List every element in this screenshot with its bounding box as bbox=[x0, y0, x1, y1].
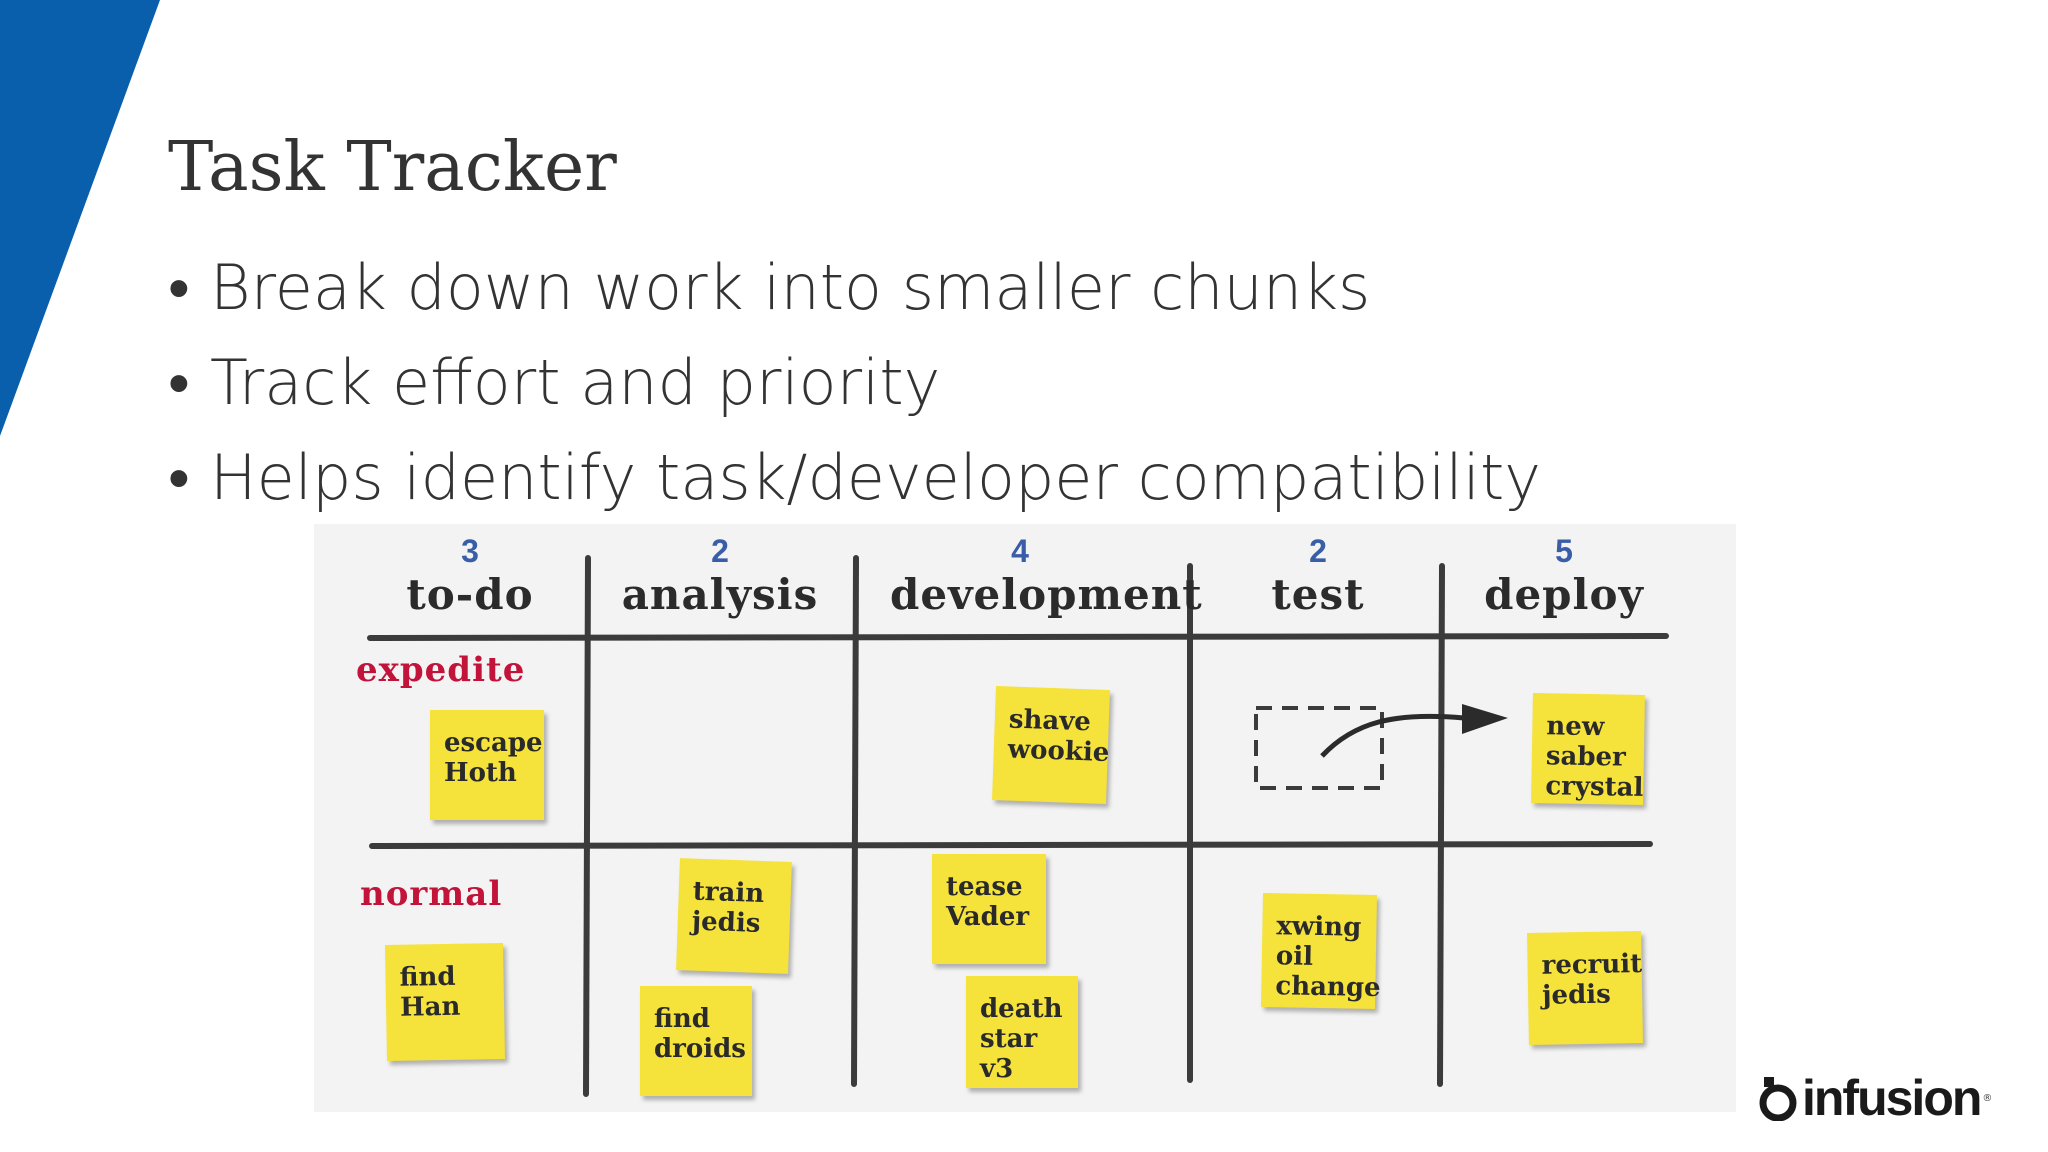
sticky-text: find droids bbox=[654, 1004, 746, 1064]
accent-wedge bbox=[0, 0, 160, 436]
column-header-analysis: 2 analysis bbox=[610, 532, 830, 620]
column-name: to-do bbox=[406, 570, 534, 619]
infusion-logo-icon bbox=[1759, 1077, 1797, 1121]
lane-label-normal: normal bbox=[360, 874, 503, 914]
sticky-text: new saber crystal bbox=[1545, 711, 1644, 803]
column-header-deploy: 5 deploy bbox=[1454, 532, 1674, 620]
sticky-text: shave wookie bbox=[1007, 704, 1110, 769]
column-count: 3 bbox=[461, 533, 479, 569]
sticky-text: tease Vader bbox=[946, 872, 1030, 932]
sticky-text: recruit jedis bbox=[1541, 949, 1643, 1011]
sticky-note: train jedis bbox=[676, 858, 792, 974]
sticky-text: xwing oil change bbox=[1275, 911, 1381, 1004]
sticky-note: escape Hoth bbox=[430, 710, 544, 820]
bullet-item: • Track effort and priority bbox=[168, 335, 1541, 430]
sticky-text: train jedis bbox=[691, 876, 765, 939]
slide-title: Task Tracker bbox=[168, 128, 617, 207]
lane-label-expedite: expedite bbox=[356, 650, 526, 690]
move-arrow-line bbox=[1320, 713, 1465, 758]
column-name: analysis bbox=[621, 570, 819, 619]
bullet-item: • Break down work into smaller chunks bbox=[168, 240, 1541, 335]
sticky-text: death star v3 bbox=[980, 994, 1063, 1084]
column-count: 2 bbox=[711, 533, 729, 569]
sticky-note: new saber crystal bbox=[1531, 693, 1645, 805]
bullet-text: Track effort and priority bbox=[210, 346, 941, 419]
logo-text: infusion bbox=[1802, 1070, 1982, 1126]
bullet-text: Break down work into smaller chunks bbox=[210, 251, 1371, 324]
kanban-board-image: 3 to-do 2 analysis 4 development 2 test … bbox=[314, 524, 1736, 1112]
board-grid bbox=[367, 555, 1669, 1097]
sticky-note: shave wookie bbox=[992, 686, 1110, 804]
column-name: development bbox=[890, 570, 1203, 619]
column-line bbox=[583, 555, 591, 1097]
infusion-logo: infusion® bbox=[1758, 1068, 1992, 1128]
move-arrow-head-icon bbox=[1462, 704, 1508, 734]
bullet-list: • Break down work into smaller chunks • Tr… bbox=[168, 240, 1541, 525]
bullet-dot: • bbox=[168, 346, 190, 419]
sticky-note: xwing oil change bbox=[1261, 893, 1381, 1009]
column-name: deploy bbox=[1484, 570, 1644, 619]
column-header-test: 2 test bbox=[1208, 532, 1428, 620]
header-divider-line bbox=[367, 633, 1669, 641]
column-line bbox=[1437, 563, 1445, 1087]
bullet-dot: • bbox=[168, 251, 190, 324]
column-count: 2 bbox=[1309, 533, 1327, 569]
logo-registered: ® bbox=[1982, 1092, 1993, 1104]
sticky-note: find droids bbox=[640, 986, 752, 1096]
sticky-text: escape Hoth bbox=[444, 728, 543, 788]
column-header-development: 4 development bbox=[890, 532, 1203, 620]
sticky-text: find Han bbox=[399, 961, 461, 1023]
bullet-text: Helps identify task/developer compatibil… bbox=[210, 441, 1541, 514]
column-count: 5 bbox=[1555, 533, 1573, 569]
bullet-item: • Helps identify task/developer compatibi… bbox=[168, 430, 1541, 525]
moved-card-placeholder bbox=[1254, 706, 1384, 790]
column-count: 4 bbox=[1011, 533, 1029, 569]
sticky-note: death star v3 bbox=[966, 976, 1078, 1088]
sticky-note: find Han bbox=[384, 942, 506, 1062]
bullet-dot: • bbox=[168, 441, 190, 514]
lane-divider-line bbox=[369, 841, 1653, 849]
column-header-todo: 3 to-do bbox=[360, 532, 580, 620]
column-name: test bbox=[1271, 570, 1365, 619]
sticky-note: tease Vader bbox=[932, 854, 1046, 964]
sticky-note: recruit jedis bbox=[1527, 931, 1643, 1045]
column-line bbox=[851, 555, 859, 1087]
